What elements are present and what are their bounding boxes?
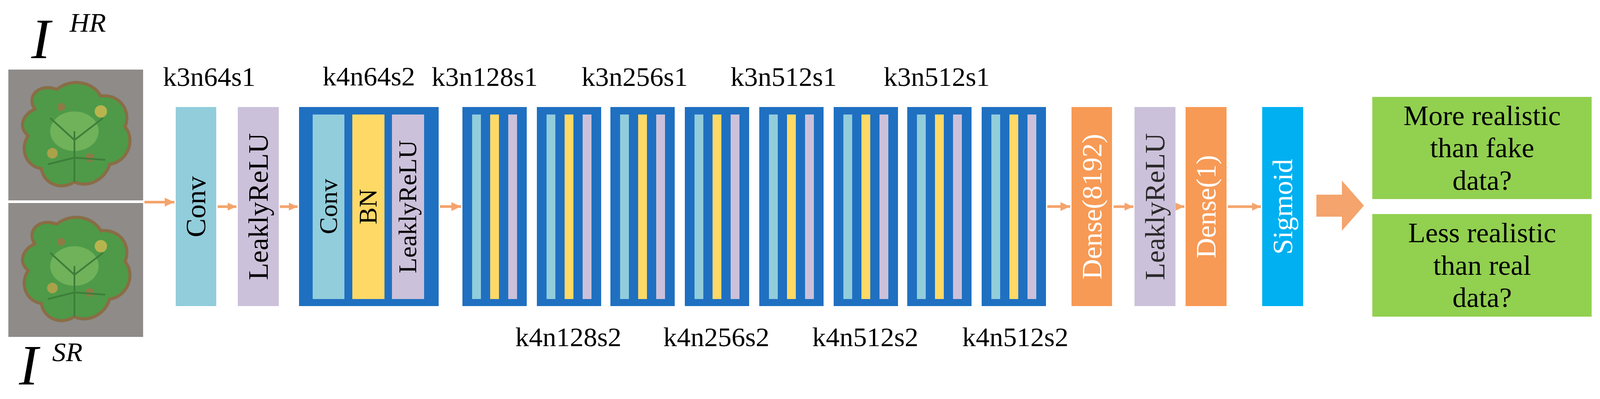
conv-layer: Conv xyxy=(312,114,345,300)
layer-name: Sigmoid xyxy=(1267,158,1298,255)
conv-block xyxy=(759,107,824,307)
block-spec: k4n64s2 xyxy=(322,61,415,92)
conv-layer: Conv xyxy=(175,107,217,307)
conv-block: k4n64s2ConvBNLeaklyReLU xyxy=(299,107,439,307)
leaf-picture xyxy=(22,82,130,186)
activation-layer: LeaklyReLU xyxy=(1134,107,1176,307)
layer-spec: k4n512s2 xyxy=(962,323,1069,351)
output-box: Less realistic than real data? xyxy=(1372,214,1592,317)
flow-arrow xyxy=(439,205,462,208)
activation-layer: LeaklyReLU xyxy=(391,114,425,300)
conv-block xyxy=(684,107,750,307)
layer-spec: k4n256s2 xyxy=(663,323,770,351)
layer-spec: k4n128s2 xyxy=(515,323,622,351)
layer-spec: k3n512s1 xyxy=(730,62,837,91)
layer-name: Less realistic than real data? xyxy=(1402,216,1562,315)
leaf-picture xyxy=(22,217,130,321)
conv-block xyxy=(610,107,675,307)
conv-block xyxy=(462,107,527,307)
image-superscript: HR xyxy=(69,8,107,37)
layer-spec: k3n64s1 xyxy=(162,62,256,91)
dense-layer: Dense(8192) xyxy=(1071,107,1113,307)
layer-name: More realistic than fake data? xyxy=(1402,99,1562,197)
layer-name: LeaklyReLU xyxy=(1140,133,1170,281)
layer-name: LeaklyReLU xyxy=(394,140,422,274)
activation-layer: LeaklyReLU xyxy=(237,107,279,307)
flow-arrow xyxy=(1176,205,1185,208)
dense-layer: Dense(1) xyxy=(1185,107,1227,307)
layer-name: LeaklyReLU xyxy=(243,133,274,281)
output-arrow xyxy=(1316,180,1364,231)
sigmoid-layer: Sigmoid xyxy=(1262,107,1304,307)
conv-block xyxy=(981,107,1046,307)
image-ground xyxy=(8,69,144,201)
image-superscript: SR xyxy=(51,338,83,366)
conv-block xyxy=(833,107,898,307)
flow-arrow xyxy=(144,200,175,204)
layer-spec: k3n128s1 xyxy=(431,62,538,91)
layer-spec: k3n256s1 xyxy=(581,62,688,91)
batchnorm-layer: BN xyxy=(352,114,385,300)
layer-spec: k3n512s1 xyxy=(883,62,990,91)
flow-arrow xyxy=(1227,205,1261,208)
conv-block xyxy=(907,107,972,307)
output-box: More realistic than fake data? xyxy=(1372,96,1592,200)
flow-arrow xyxy=(1113,205,1134,208)
flow-arrow xyxy=(217,205,237,208)
flow-arrow xyxy=(1047,205,1071,208)
conv-block xyxy=(536,107,602,307)
flow-arrow xyxy=(280,205,298,208)
layer-name: Conv xyxy=(181,176,211,238)
image-symbol: I xyxy=(18,336,38,394)
layer-spec: k4n512s2 xyxy=(812,323,919,351)
image-symbol: I xyxy=(31,10,51,68)
layer-name: BN xyxy=(354,188,382,225)
layer-name: Dense(1) xyxy=(1191,155,1221,259)
layer-name: Dense(8192) xyxy=(1077,133,1107,280)
layer-name: Conv xyxy=(315,178,343,235)
image-ground xyxy=(8,203,144,337)
